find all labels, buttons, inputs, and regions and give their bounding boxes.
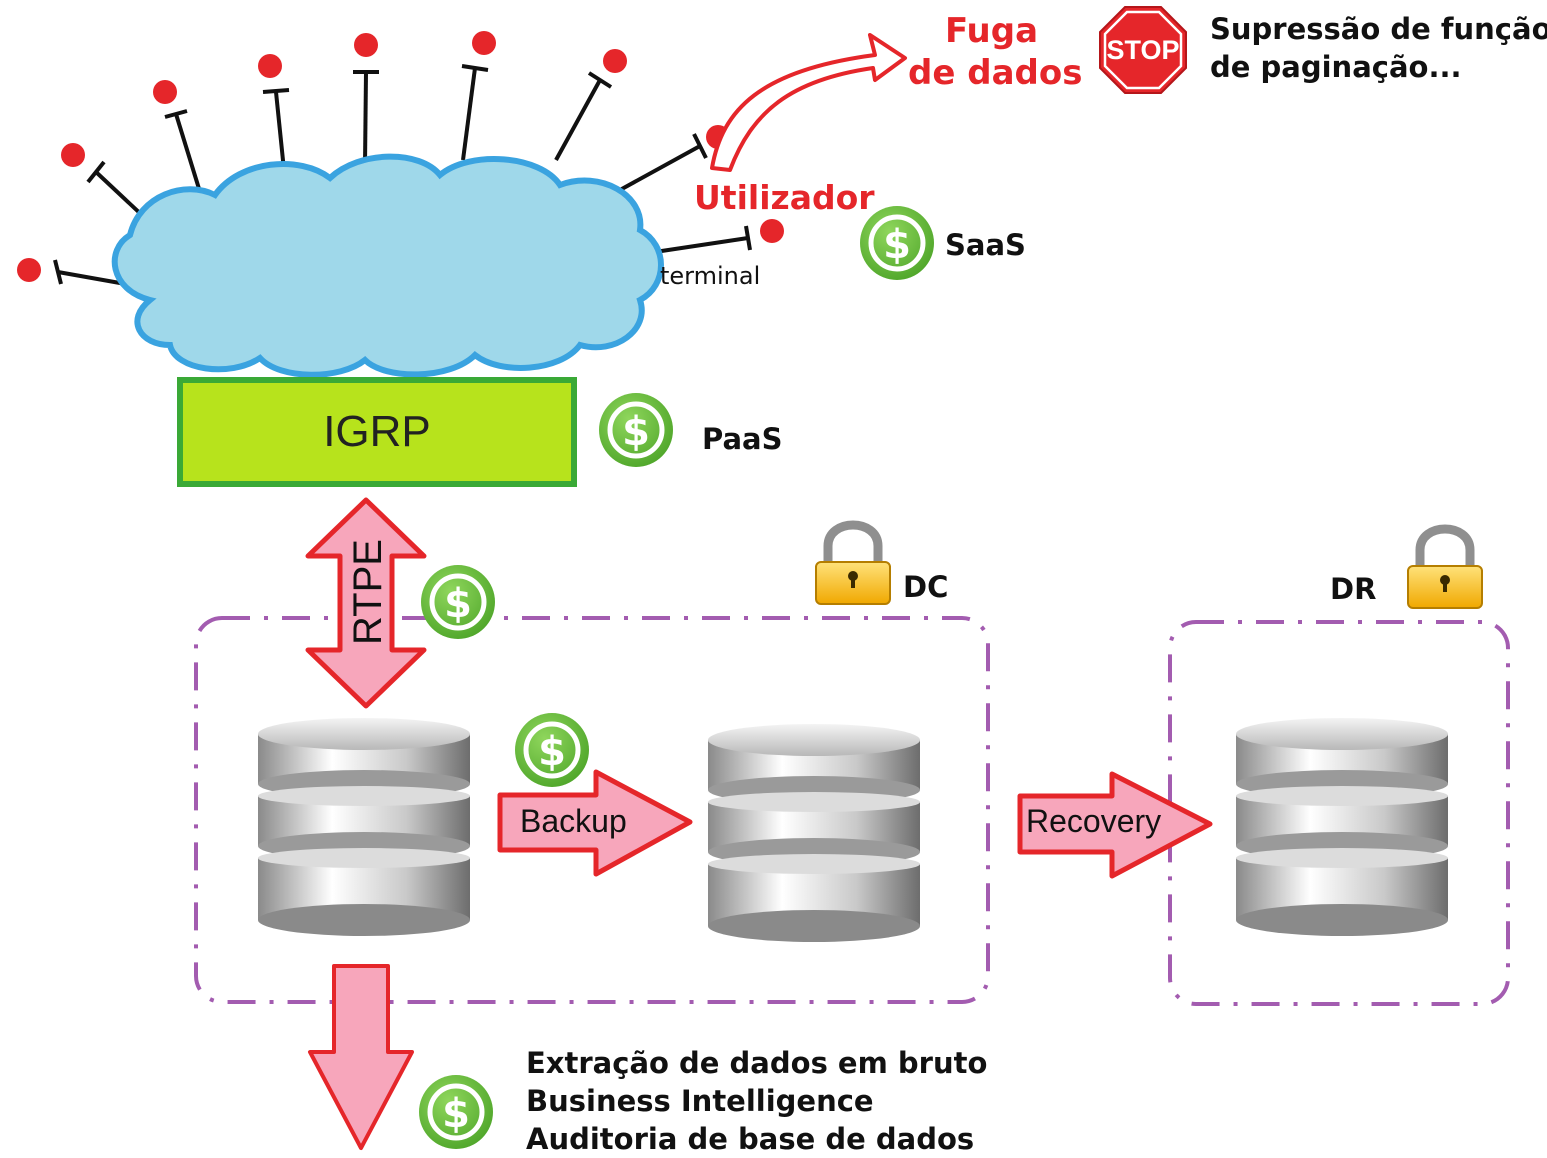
svg-text:$: $ (444, 581, 472, 627)
user-terminal-dot-icon (554, 49, 627, 161)
database-icon (1236, 718, 1448, 936)
user-terminal-dot-icon (353, 33, 379, 166)
suppression-note-line1: Supressão de função (1210, 12, 1547, 46)
rtpe-double-arrow (305, 497, 427, 709)
svg-text:$: $ (442, 1091, 470, 1137)
saas-label: SaaS (945, 228, 1026, 262)
dc-label: DC (903, 570, 949, 604)
bottom-note-database-audit: Auditoria de base de dados (526, 1122, 975, 1156)
svg-text:$: $ (622, 409, 650, 455)
igrp-label: IGRP (323, 407, 431, 456)
igrp-box (177, 377, 577, 487)
user-terminal-dot-icon (654, 219, 784, 254)
database-icon (258, 718, 470, 936)
dollar-coin-icon: $ (515, 713, 589, 787)
user-terminal-dot-icon (153, 80, 202, 193)
recovery-label: Recovery (1026, 803, 1162, 839)
data-leak-title-line2: de dados (908, 53, 1083, 93)
backup-arrow (497, 769, 693, 877)
stop-sign-text: STOP (1106, 35, 1179, 65)
svg-text:$: $ (538, 729, 566, 775)
bottom-note-raw-extraction: Extração de dados em bruto (526, 1046, 988, 1080)
user-label: Utilizador (694, 178, 875, 217)
bottom-note-business-intelligence: Business Intelligence (526, 1084, 874, 1118)
suppression-note-line2: de paginação... (1210, 50, 1462, 84)
backup-label: Backup (520, 803, 627, 839)
dollar-coin-icon: $ (419, 1075, 493, 1149)
dollar-coin-icon: $ (421, 565, 495, 639)
dr-label: DR (1330, 572, 1377, 606)
dollar-coin-icon: $ (599, 393, 673, 467)
dollar-coin-icon: $ (860, 206, 934, 280)
cloud (111, 153, 664, 378)
data-leak-arrow (710, 33, 907, 172)
rtpe-label: RTPE (346, 539, 390, 645)
recovery-arrow (1017, 771, 1213, 879)
stop-sign-icon: STOP (1099, 6, 1187, 94)
database-icon (708, 724, 920, 942)
padlock-icon (815, 520, 891, 605)
terminal-label: terminal (660, 262, 761, 290)
dc-zone (194, 616, 990, 1004)
svg-text:$: $ (883, 222, 911, 268)
data-leak-title-line1: Fuga (945, 11, 1039, 51)
paas-label: PaaS (702, 422, 783, 456)
user-terminal-dot-icon (461, 31, 496, 161)
padlock-icon (1407, 524, 1483, 609)
dr-zone (1168, 620, 1510, 1006)
extraction-down-arrow (308, 964, 414, 1150)
